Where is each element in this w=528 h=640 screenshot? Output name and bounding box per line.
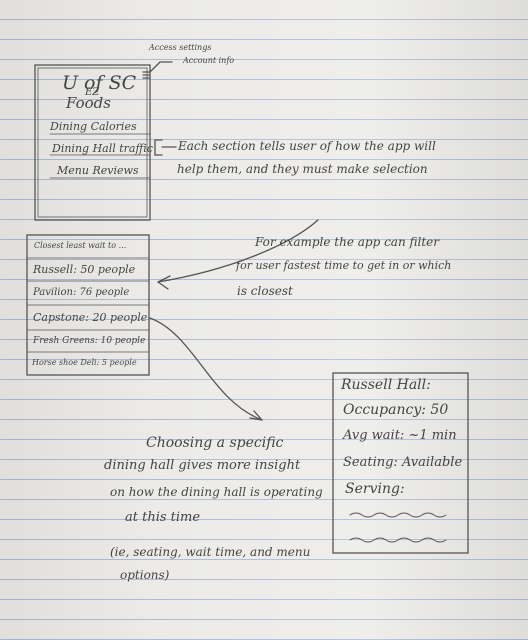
filter-note-line3: is closest (237, 284, 293, 298)
list-item-pavilion[interactable]: Pavilion: 76 people (33, 287, 130, 298)
hamburger-menu-icon[interactable] (141, 68, 151, 80)
detail-serving: Serving: (345, 481, 405, 497)
sections-note-line1: Each section tells user of how the app w… (178, 139, 436, 153)
list-header: Closest least wait to ... (34, 241, 127, 250)
insight-note-line5: (ie, seating, wait time, and menu (110, 545, 311, 559)
insight-note-line6: options) (120, 568, 170, 582)
list-item-horseshoe-deli[interactable]: Horse shoe Deli: 5 people (32, 358, 137, 367)
detail-avg-wait: Avg wait: ~1 min (343, 428, 457, 443)
list-item-fresh-greens[interactable]: Fresh Greens: 10 people (33, 336, 146, 346)
filter-note-line2: for user fastest time to get in or which (236, 259, 452, 272)
filter-note-line1: For example the app can filter (255, 235, 440, 249)
app-title: U of SC (62, 72, 137, 94)
insight-note-line2: dining hall gives more insight (104, 458, 301, 473)
settings-note-line2: Account info (183, 56, 235, 65)
detail-title: Russell Hall: (341, 377, 431, 393)
app-title-foods: Foods (66, 94, 111, 112)
app-title-ez: EZ (85, 87, 100, 98)
menu-item-dining-hall-traffic[interactable]: Dining Hall traffic (52, 142, 153, 155)
settings-note-line1: Access settings (149, 43, 212, 52)
list-item-russell[interactable]: Russell: 50 people (33, 263, 136, 276)
insight-note-line3: on how the dining hall is operating (110, 485, 323, 499)
menu-item-dining-calories[interactable]: Dining Calories (50, 120, 137, 133)
menu-item-menu-reviews[interactable]: Menu Reviews (57, 164, 139, 177)
sections-note-line2: help them, and they must make selection (177, 162, 428, 176)
phone-1-frame (34, 64, 151, 221)
phone-3-frame (332, 372, 469, 554)
detail-occupancy: Occupancy: 50 (343, 402, 449, 418)
insight-note-line1: Choosing a specific (146, 435, 284, 451)
insight-note-line4: at this time (125, 510, 201, 525)
detail-seating: Seating: Available (343, 455, 463, 470)
list-item-capstone[interactable]: Capstone: 20 people (33, 311, 148, 324)
